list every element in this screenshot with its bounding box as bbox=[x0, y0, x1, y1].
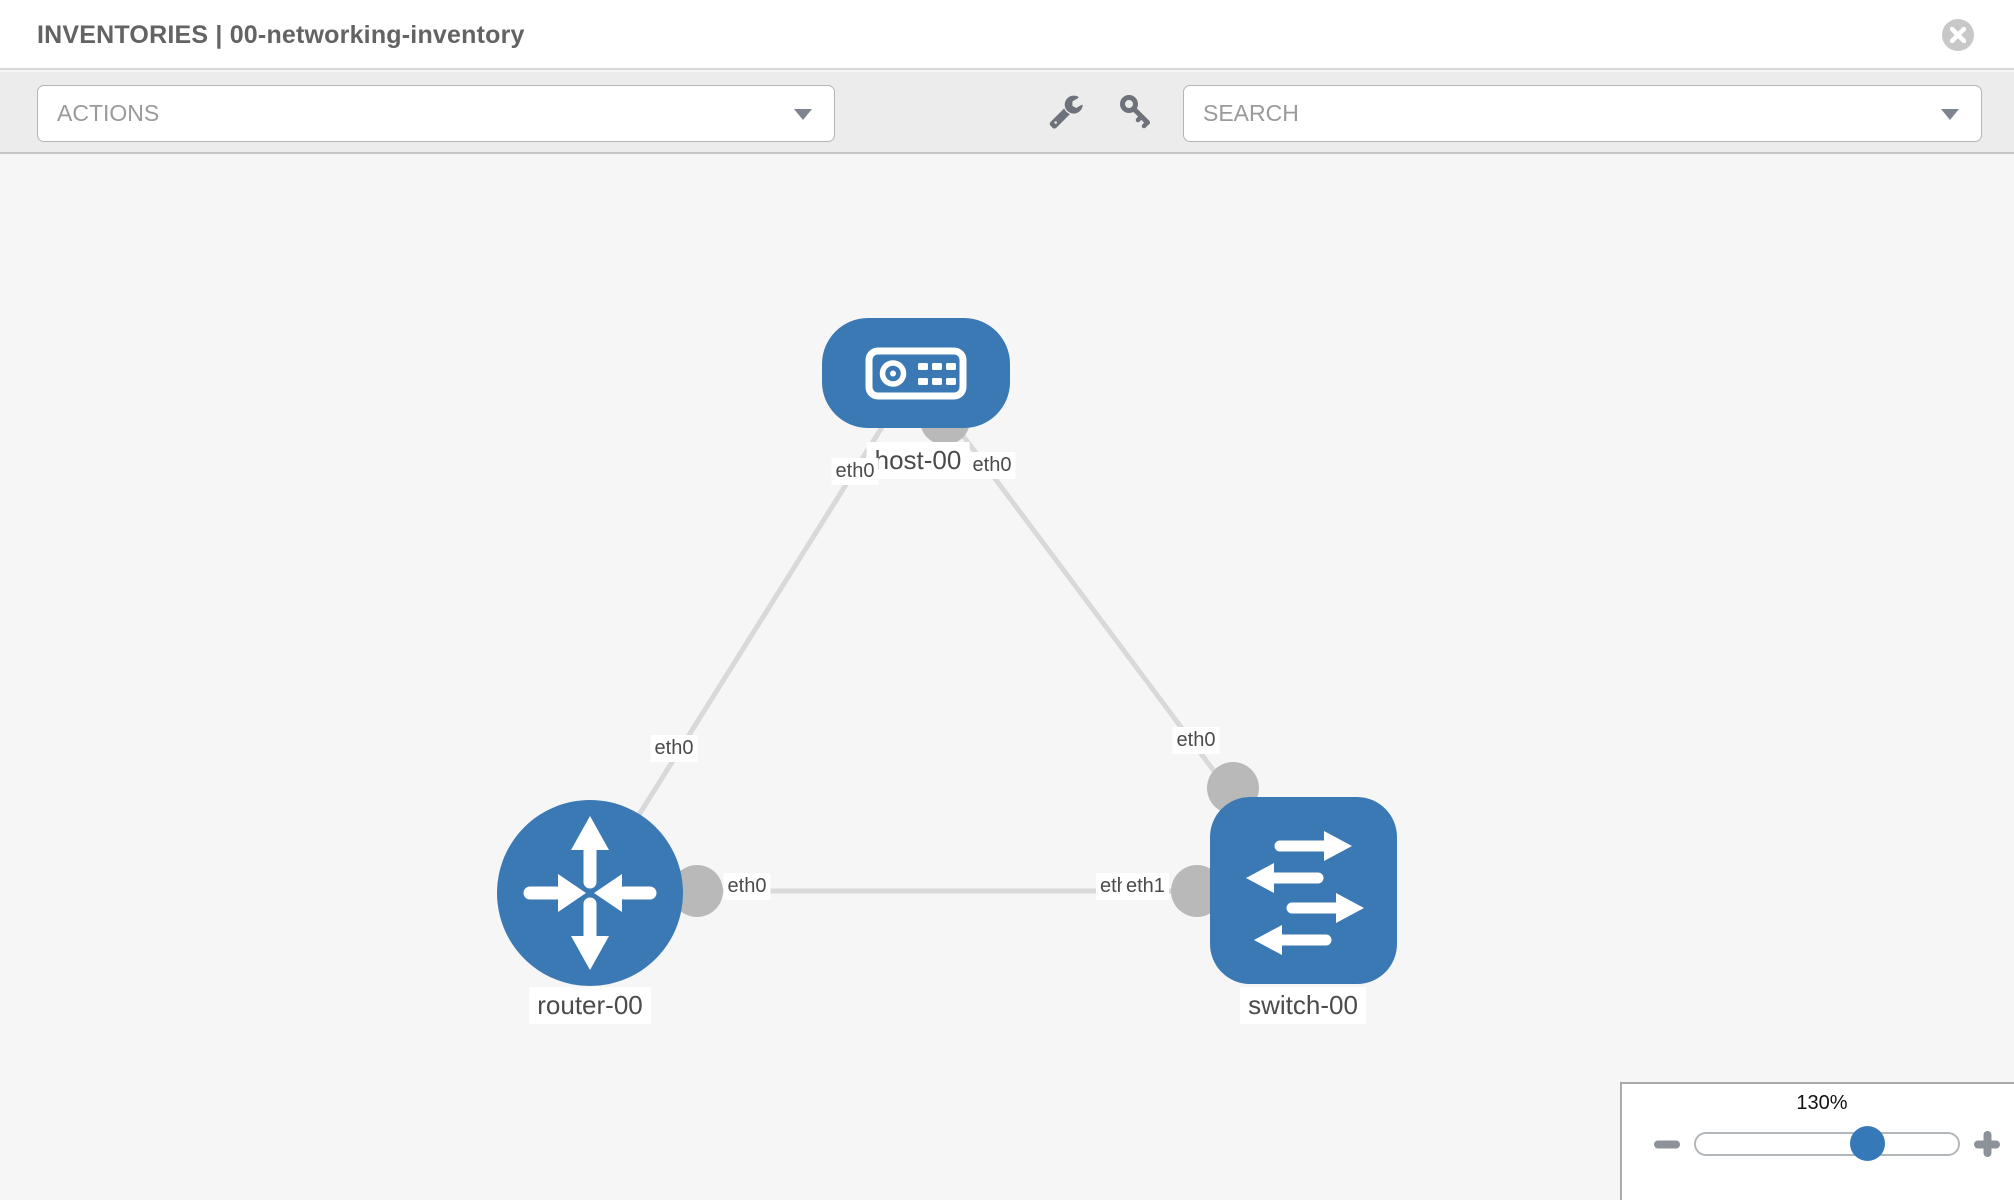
plus-icon bbox=[1974, 1131, 2000, 1157]
wrench-icon bbox=[1049, 95, 1083, 129]
node-host[interactable] bbox=[822, 318, 1010, 428]
zoom-level: 130% bbox=[1796, 1092, 1848, 1114]
header: INVENTORIES | 00-networking-inventory bbox=[0, 0, 2014, 70]
router-arrows-icon bbox=[523, 816, 657, 970]
interface-label: eth0 bbox=[831, 458, 879, 485]
actions-dropdown[interactable]: ACTIONS bbox=[37, 85, 835, 142]
node-switch[interactable] bbox=[1210, 797, 1397, 984]
toolbar: ACTIONS SEARCH bbox=[0, 72, 2014, 154]
node-label-host: host-00 bbox=[866, 442, 970, 479]
close-button[interactable] bbox=[1942, 19, 1974, 51]
zoom-control-panel: 130% bbox=[1620, 1082, 2014, 1200]
node-label-switch: switch-00 bbox=[1240, 987, 1366, 1024]
chevron-down-icon bbox=[794, 109, 812, 120]
search-dropdown[interactable]: SEARCH bbox=[1183, 85, 1982, 142]
zoom-in-button[interactable] bbox=[1972, 1129, 2002, 1159]
key-icon bbox=[1120, 95, 1150, 129]
chevron-down-icon bbox=[1941, 109, 1959, 120]
interface-label: eth0 bbox=[650, 735, 698, 762]
minus-icon bbox=[1654, 1140, 1680, 1149]
interface-label: eth0 bbox=[1172, 727, 1220, 754]
credentials-button[interactable] bbox=[1112, 85, 1160, 137]
zoom-out-button[interactable] bbox=[1652, 1129, 1682, 1159]
server-icon bbox=[865, 347, 967, 400]
switch-arrows-icon bbox=[1246, 831, 1364, 955]
actions-dropdown-label: ACTIONS bbox=[57, 100, 160, 126]
page-title: INVENTORIES | 00-networking-inventory bbox=[37, 21, 525, 49]
search-dropdown-label: SEARCH bbox=[1203, 100, 1299, 126]
zoom-slider-thumb[interactable] bbox=[1850, 1126, 1885, 1161]
port-dot-router-right bbox=[671, 865, 723, 917]
configure-button[interactable] bbox=[1042, 85, 1090, 137]
topology-canvas[interactable]: host-00 router-00 switch-00 eth0 eth0 et… bbox=[0, 154, 2014, 1200]
zoom-slider-track[interactable] bbox=[1694, 1126, 1960, 1161]
node-router[interactable] bbox=[497, 800, 683, 986]
interface-label: eth0 bbox=[968, 452, 1016, 479]
node-label-router: router-00 bbox=[529, 987, 651, 1024]
interface-label: eth1 bbox=[1122, 873, 1169, 900]
interface-label: eth0 bbox=[723, 873, 771, 900]
close-icon bbox=[1950, 27, 1966, 43]
